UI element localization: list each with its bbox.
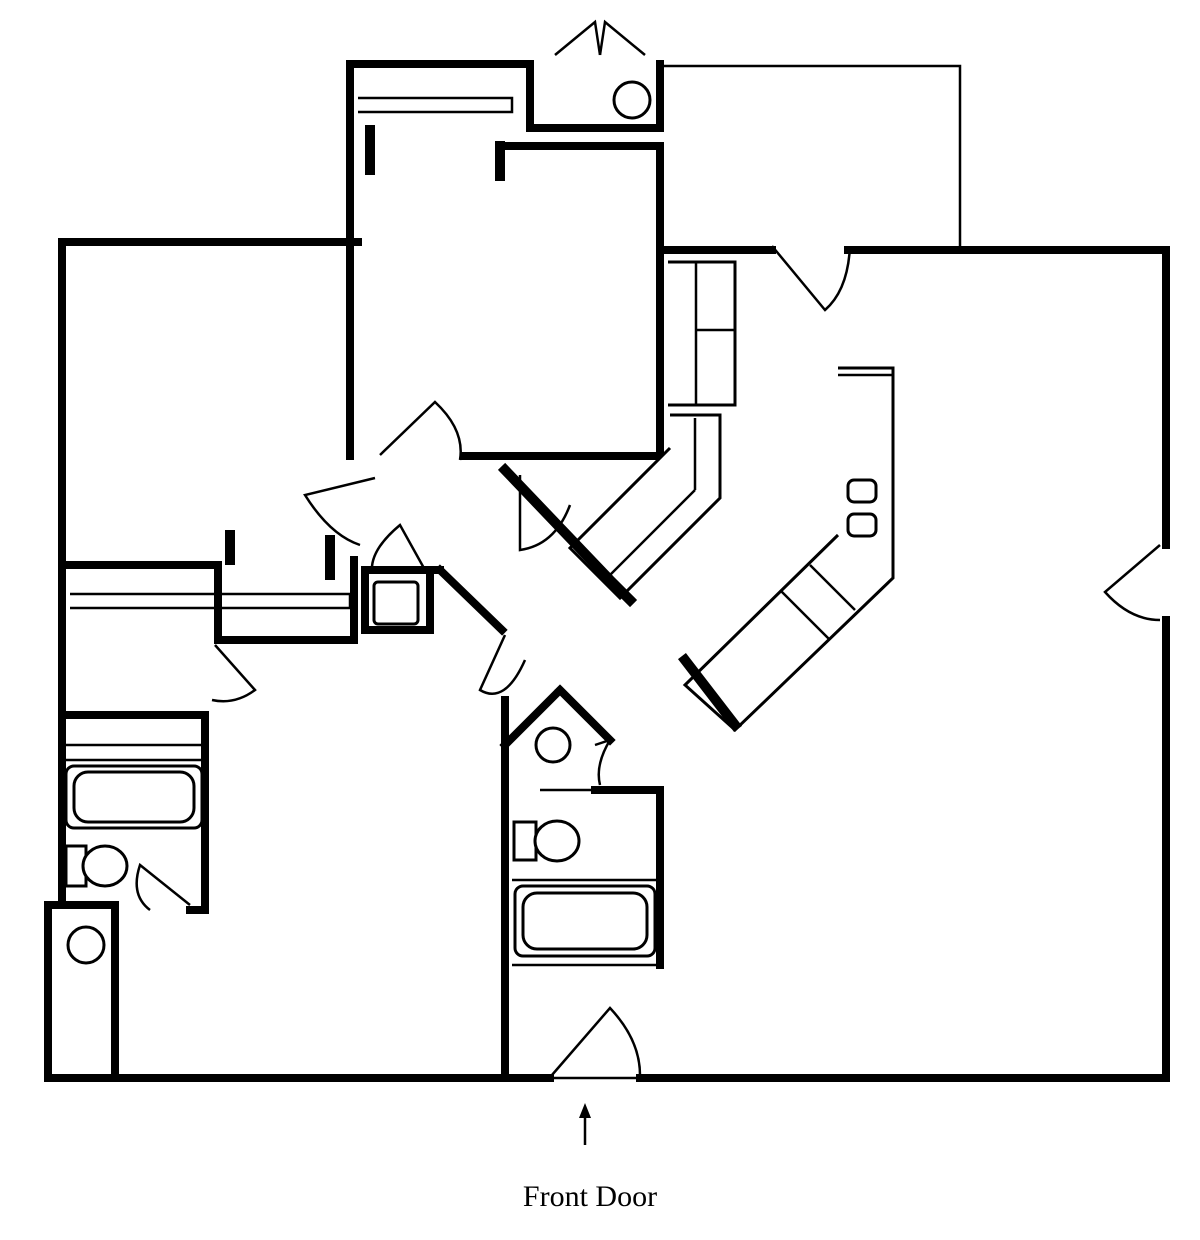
interior-walls [58, 530, 664, 1082]
kitchen-counters [497, 260, 895, 733]
front-door-label: Front Door [522, 1180, 658, 1213]
front-door-arrow [579, 1103, 591, 1145]
toilet-icon [512, 820, 538, 862]
patio-outline [660, 64, 962, 248]
water-heater-icon [534, 726, 572, 764]
fixtures [64, 80, 657, 965]
washer-icon [372, 580, 420, 626]
water-heater-icon [612, 80, 652, 120]
doors [135, 19, 1161, 1080]
exterior-walls [44, 60, 1170, 1082]
water-heater-icon [66, 925, 106, 965]
